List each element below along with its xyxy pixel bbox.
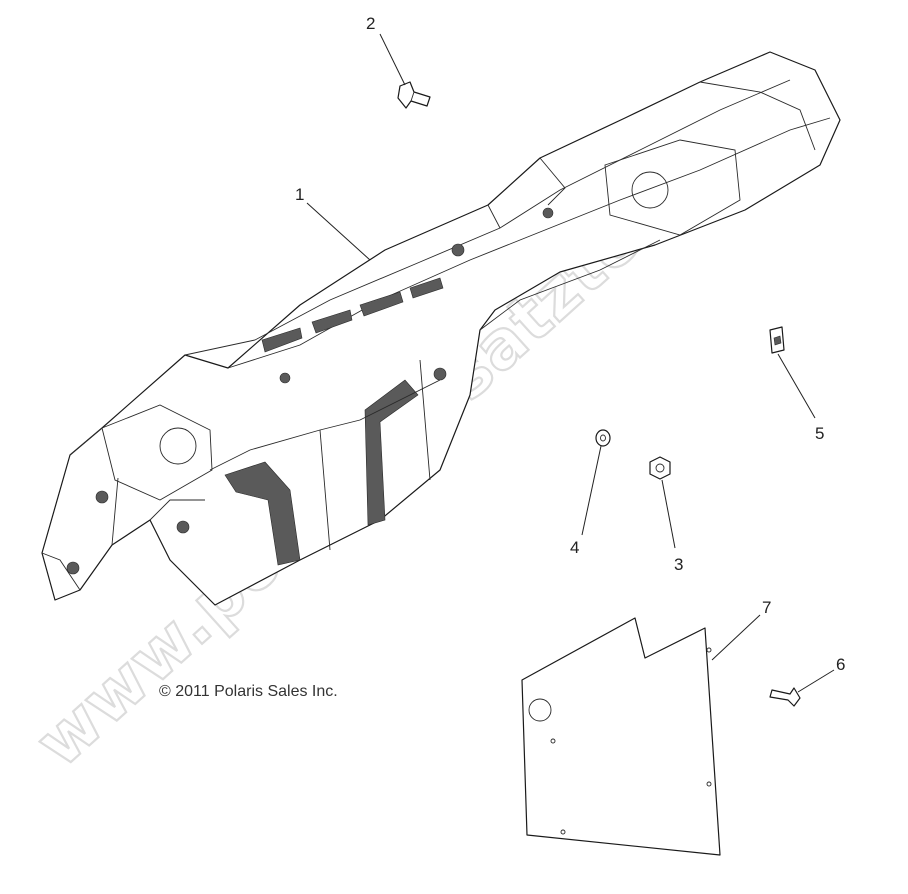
leader-line-6 xyxy=(797,669,835,693)
screw-part-6 xyxy=(769,687,801,707)
leader-line-3 xyxy=(661,479,676,549)
panel-part-7 xyxy=(521,617,721,856)
washer-part-4 xyxy=(595,429,611,447)
callout-2: 2 xyxy=(366,14,375,33)
dashboard-part xyxy=(41,51,841,606)
leader-line-7 xyxy=(711,614,761,661)
callout-1: 1 xyxy=(295,185,304,204)
callout-6: 6 xyxy=(836,655,845,674)
leader-line-5 xyxy=(777,353,816,419)
leader-line-1 xyxy=(306,202,371,261)
callout-3: 3 xyxy=(674,555,683,574)
clip-part-5 xyxy=(769,326,785,354)
leader-line-2 xyxy=(379,33,406,86)
callout-4: 4 xyxy=(570,538,579,557)
callout-7: 7 xyxy=(762,598,771,617)
nut-part-3 xyxy=(649,456,671,480)
screw-part-2 xyxy=(397,81,431,109)
leader-line-4 xyxy=(581,445,602,536)
copyright-text: © 2011 Polaris Sales Inc. xyxy=(159,683,338,700)
callout-5: 5 xyxy=(815,424,824,443)
